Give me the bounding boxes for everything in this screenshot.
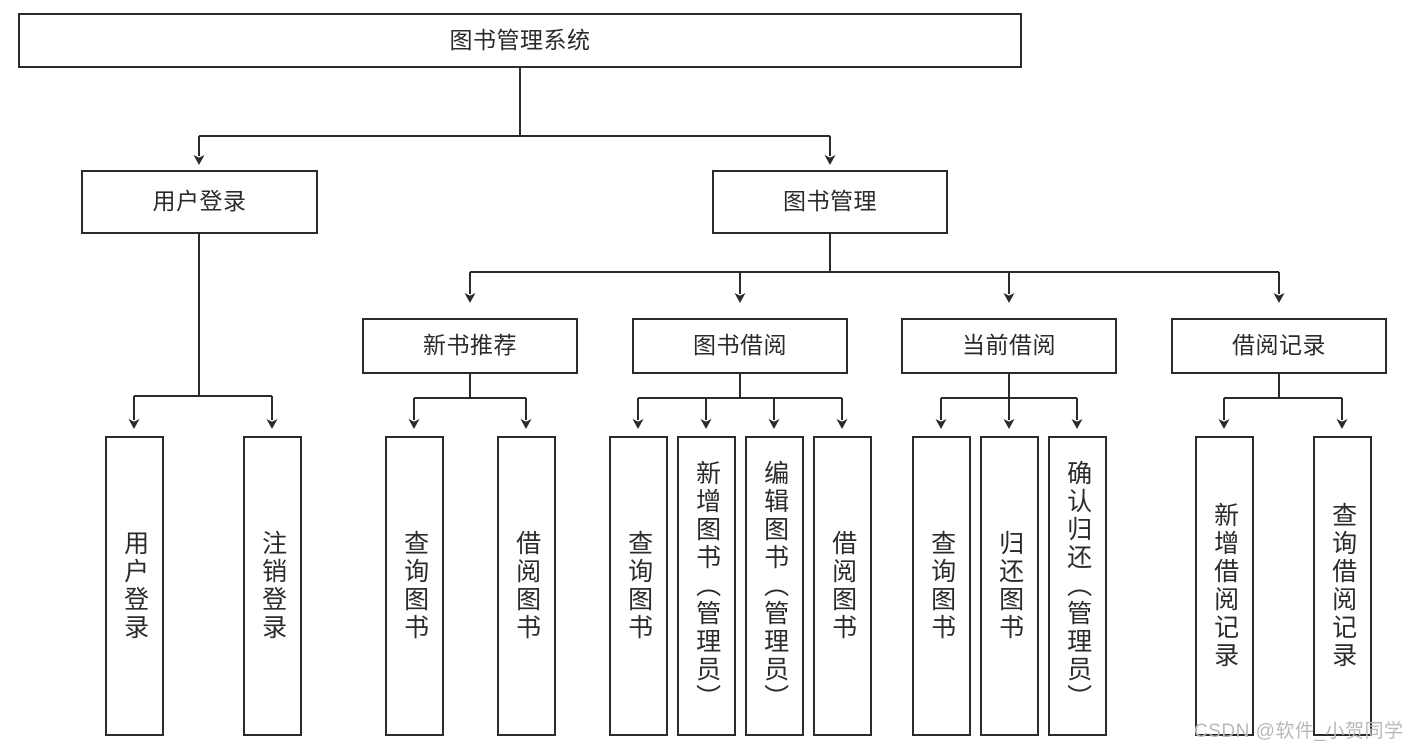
leaf-query-book-borrow[interactable]: 查询图书 — [609, 436, 668, 736]
leaf-add-book-admin[interactable]: 新增图书（管理员） — [677, 436, 736, 736]
node-label: 图书管理 — [783, 188, 877, 215]
node-label: 编辑图书（管理员） — [760, 460, 789, 712]
leaf-edit-book-admin[interactable]: 编辑图书（管理员） — [745, 436, 804, 736]
node-label: 借阅图书 — [512, 530, 541, 642]
node-label: 注销登录 — [258, 530, 287, 642]
node-label: 新增图书（管理员） — [692, 460, 721, 712]
node-label: 新书推荐 — [423, 332, 517, 359]
leaf-query-book-current[interactable]: 查询图书 — [912, 436, 971, 736]
node-label: 新增借阅记录 — [1210, 502, 1239, 670]
node-user-login[interactable]: 用户登录 — [81, 170, 318, 234]
node-root-system[interactable]: 图书管理系统 — [18, 13, 1022, 68]
node-label: 借阅记录 — [1232, 332, 1326, 359]
leaf-logout[interactable]: 注销登录 — [243, 436, 302, 736]
node-label: 当前借阅 — [962, 332, 1056, 359]
node-label: 用户登录 — [152, 188, 247, 215]
node-current-borrow[interactable]: 当前借阅 — [901, 318, 1117, 374]
node-label: 用户登录 — [120, 530, 149, 642]
leaf-add-borrow-record[interactable]: 新增借阅记录 — [1195, 436, 1254, 736]
node-label: 查询图书 — [624, 530, 653, 642]
node-book-management[interactable]: 图书管理 — [712, 170, 948, 234]
leaf-query-book-newbook[interactable]: 查询图书 — [385, 436, 444, 736]
node-label: 查询借阅记录 — [1328, 502, 1357, 670]
node-label: 查询图书 — [927, 530, 956, 642]
node-label: 借阅图书 — [828, 530, 857, 642]
node-label: 确认归还（管理员） — [1063, 460, 1092, 712]
node-borrow-record[interactable]: 借阅记录 — [1171, 318, 1387, 374]
node-new-book-recommend[interactable]: 新书推荐 — [362, 318, 578, 374]
csdn-watermark: CSDN @软件_小贺同学 — [1194, 721, 1404, 742]
node-label: 归还图书 — [995, 530, 1024, 642]
node-book-borrow[interactable]: 图书借阅 — [632, 318, 848, 374]
leaf-user-login[interactable]: 用户登录 — [105, 436, 164, 736]
leaf-borrow-book-newbook[interactable]: 借阅图书 — [497, 436, 556, 736]
leaf-borrow-book[interactable]: 借阅图书 — [813, 436, 872, 736]
node-label: 图书借阅 — [693, 332, 787, 359]
leaf-query-borrow-record[interactable]: 查询借阅记录 — [1313, 436, 1372, 736]
node-label: 查询图书 — [400, 530, 429, 642]
leaf-return-book[interactable]: 归还图书 — [980, 436, 1039, 736]
leaf-confirm-return-admin[interactable]: 确认归还（管理员） — [1048, 436, 1107, 736]
node-label: 图书管理系统 — [449, 26, 591, 53]
